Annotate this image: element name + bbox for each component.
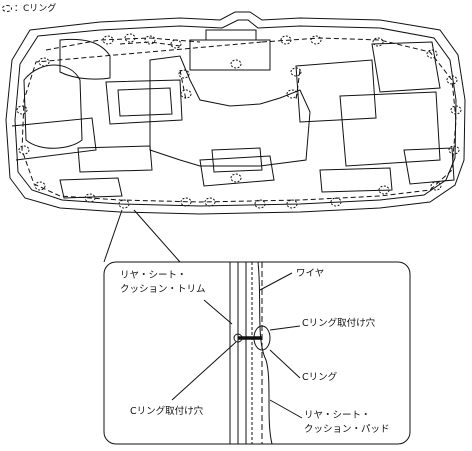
label-rear-seat-cushion-pad-2: クッション・パッド [304, 424, 390, 435]
label-c-ring-mount-hole-left: Cリング取付け穴 [130, 406, 204, 417]
label-rear-seat-cushion-trim-2: クッション・トリム [120, 284, 206, 295]
label-wire: ワイヤ [296, 268, 325, 279]
ring-symbol-icon [2, 5, 12, 12]
label-rear-seat-cushion-trim-1: リヤ・シート・ [120, 270, 187, 281]
legend-text: ：Cリング [14, 4, 57, 14]
detail-box [103, 261, 411, 445]
label-rear-seat-cushion-pad-1: リヤ・シート・ [304, 410, 371, 421]
detail-leader-lines [103, 209, 181, 263]
label-c-ring-mount-hole-right: Cリング取付け穴 [302, 318, 376, 329]
seat-cushion-overview [5, 11, 466, 215]
label-c-ring: Cリング [302, 372, 338, 383]
legend: ：Cリング [2, 1, 56, 14]
c-ring-markers [16, 33, 462, 209]
